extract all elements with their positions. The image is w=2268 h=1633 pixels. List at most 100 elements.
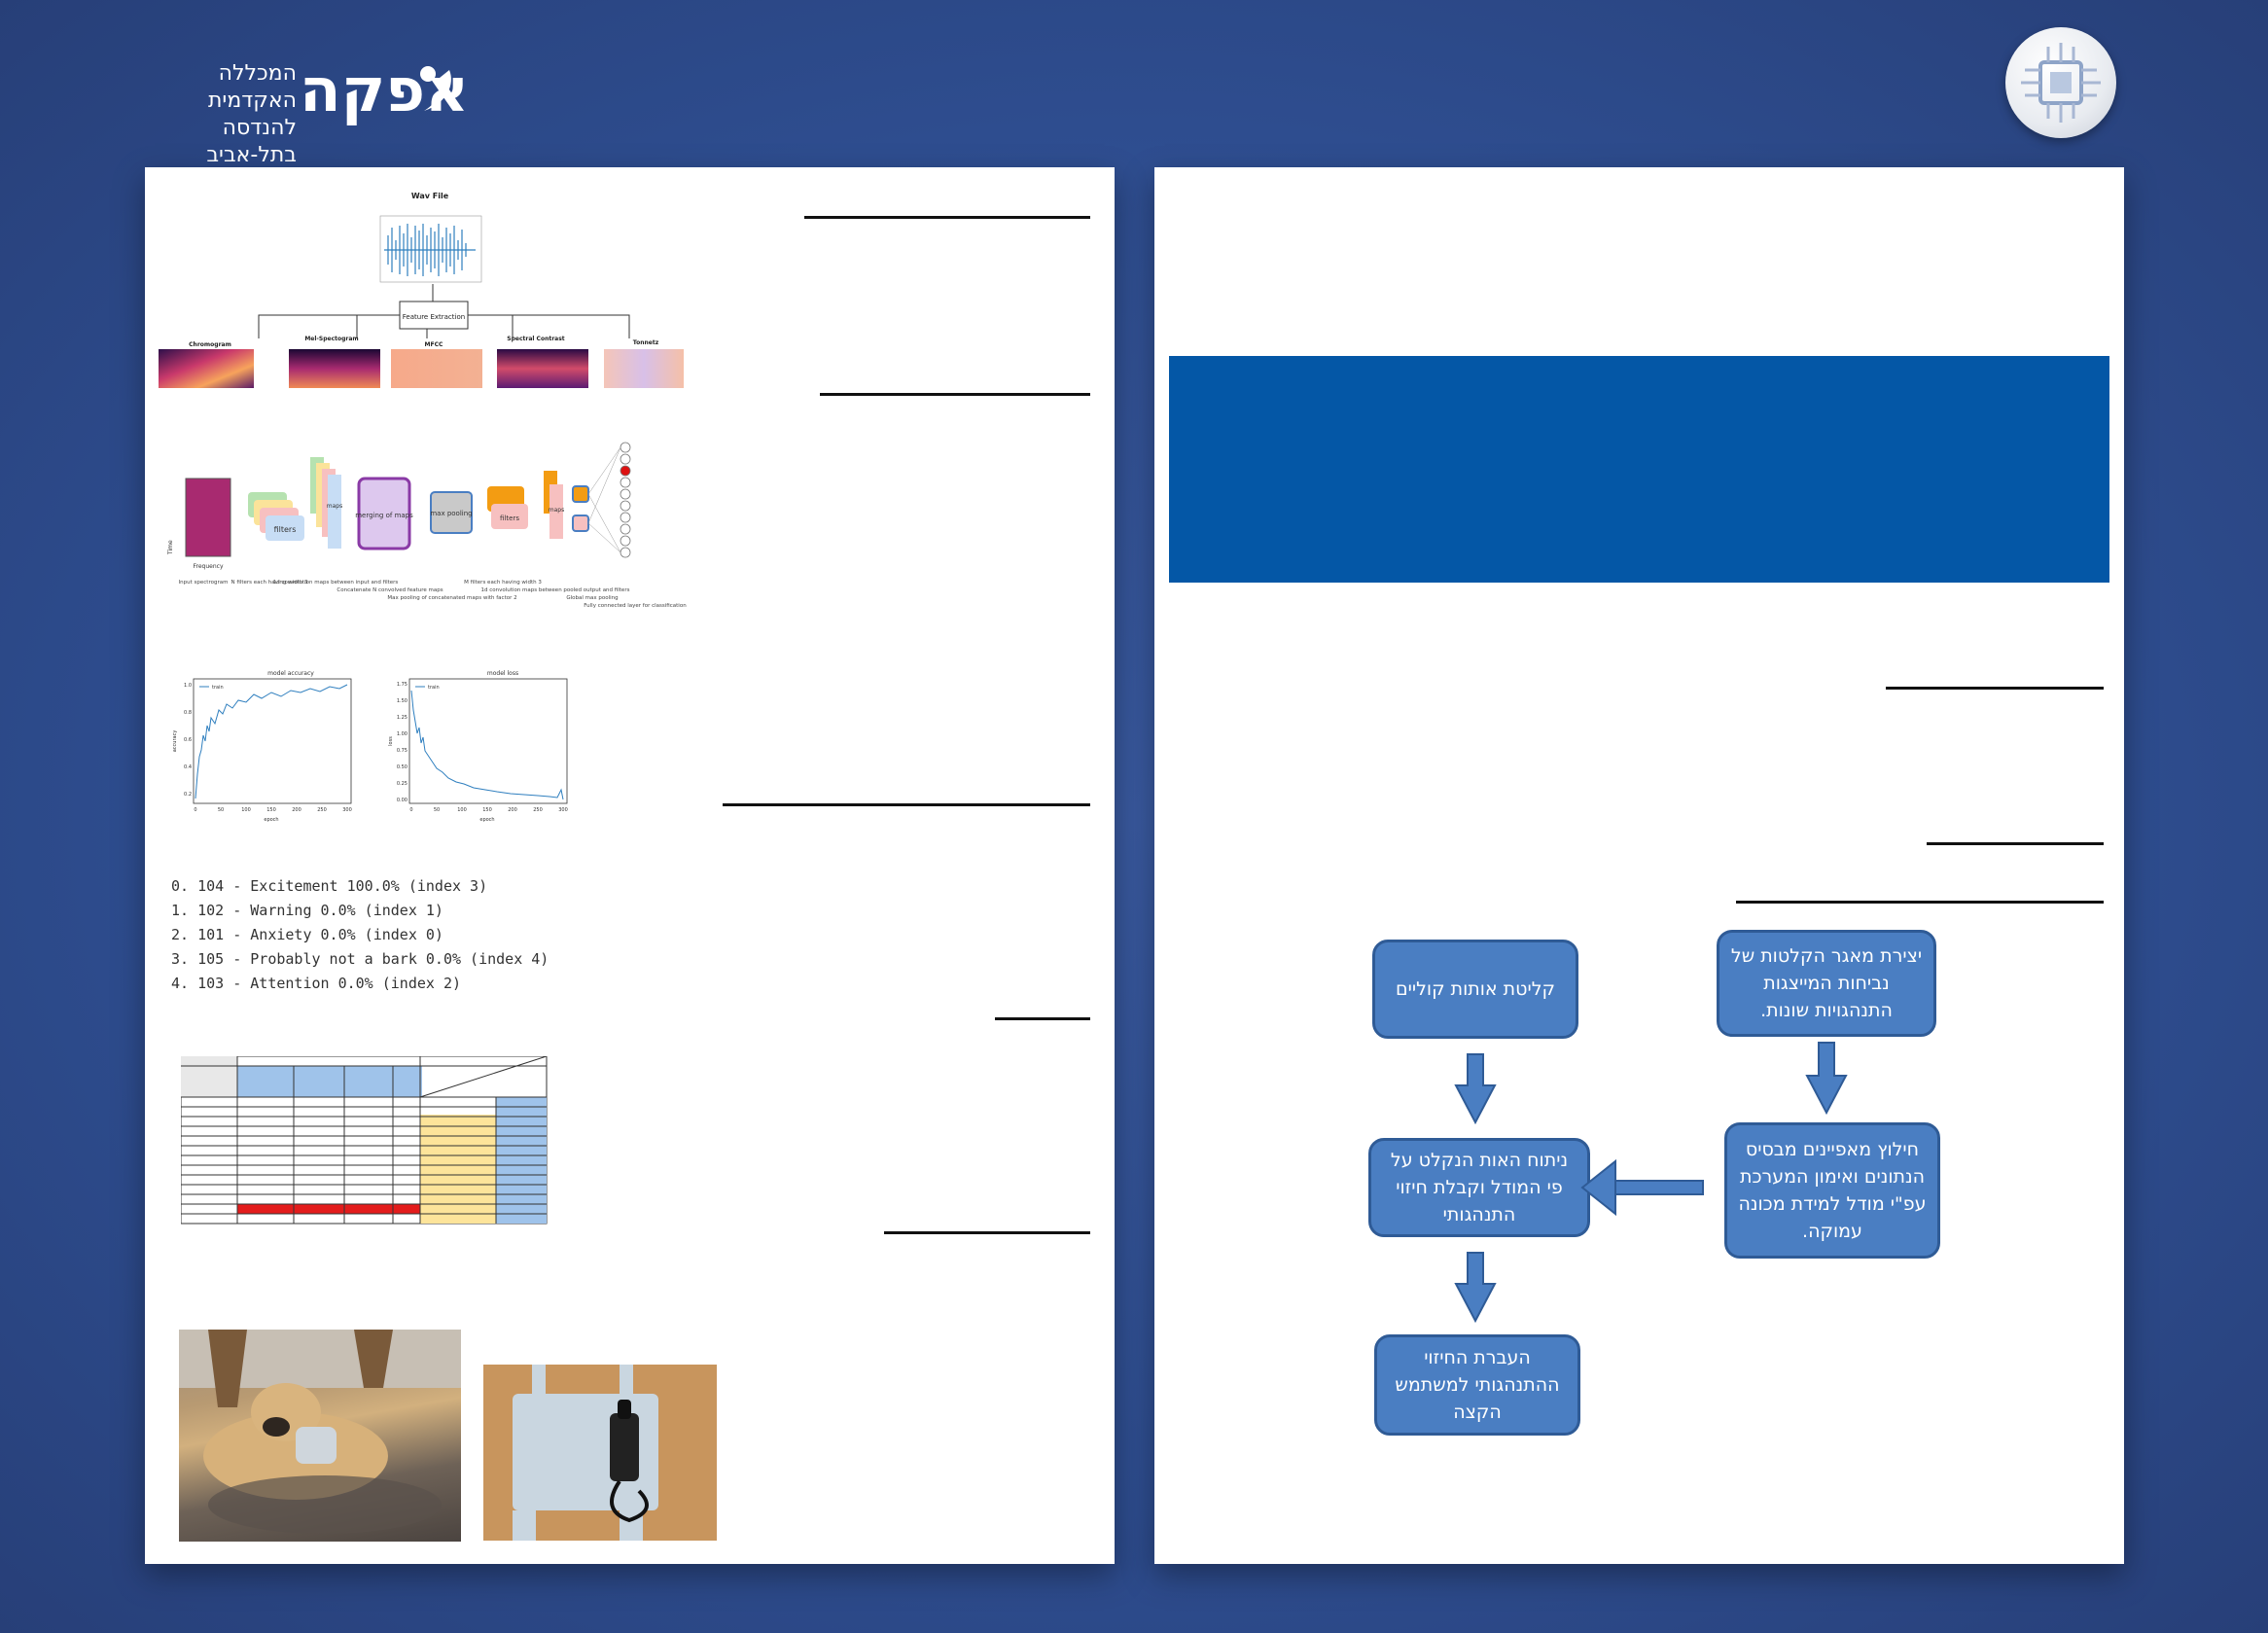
mfcc-plot [391, 349, 482, 388]
svg-text:0.4: 0.4 [184, 764, 192, 770]
svg-text:0.50: 0.50 [397, 764, 408, 770]
prediction-line: 2. 101 - Anxiety 0.0% (index 0) [171, 926, 443, 943]
svg-text:1.75: 1.75 [397, 682, 408, 688]
flow-step-send-prediction: העברת החיזוי ההתנהגותי למשתמש הקצה [1374, 1334, 1580, 1436]
afeka-logo-mark-icon [420, 66, 451, 111]
cnn-caption: 1d convolution maps between pooled outpu… [481, 587, 630, 593]
svg-text:100: 100 [457, 807, 467, 813]
svg-text:200: 200 [292, 807, 301, 813]
college-line-2: להנדסה בתל-אביב [206, 116, 297, 167]
svg-text:50: 50 [434, 807, 440, 813]
svg-text:250: 250 [533, 807, 543, 813]
frequency-axis-label: Frequency [194, 563, 224, 570]
arrow-down-icon [1805, 1042, 1848, 1116]
prediction-line: 0. 104 - Excitement 100.0% (index 3) [171, 877, 488, 895]
dog-wearing-device-photo [179, 1330, 461, 1542]
svg-text:150: 150 [266, 807, 276, 813]
maps-block-label: maps [327, 503, 342, 510]
prediction-line: 4. 103 - Attention 0.0% (index 2) [171, 975, 462, 992]
arrow-down-icon [1454, 1252, 1497, 1324]
svg-text:300: 300 [558, 807, 568, 813]
time-axis-label: Time [167, 540, 174, 555]
svg-text:0.8: 0.8 [184, 710, 192, 716]
heading-rule [820, 393, 1090, 396]
svg-text:200: 200 [508, 807, 517, 813]
svg-text:250: 250 [317, 807, 327, 813]
prediction-line: 3. 105 - Probably not a bark 0.0% (index… [171, 950, 549, 968]
accuracy-legend: train [212, 685, 224, 691]
svg-text:1.00: 1.00 [397, 731, 408, 737]
flow-step-create-dataset: יצירת מאגר הקלטות של נביחות המייצגות התנ… [1717, 930, 1936, 1037]
svg-text:0.6: 0.6 [184, 737, 192, 743]
cnn-architecture-diagram: Time Frequency filters maps merging of m… [167, 442, 687, 609]
svg-text:epoch: epoch [264, 817, 278, 823]
recording-device-photo [483, 1365, 717, 1541]
feature-label: Tonnetz [633, 339, 659, 346]
svg-text:1.0: 1.0 [184, 683, 192, 689]
svg-text:1.50: 1.50 [397, 698, 408, 704]
max-pooling-block-label: max pooling [430, 510, 472, 517]
filters-block-label: filters [500, 515, 519, 522]
heading-rule [1886, 687, 2104, 690]
heading-rule [1927, 842, 2104, 845]
flow-step-train-model: חילוץ מאפיינים מבסיס הנתונים ואימון המער… [1724, 1122, 1940, 1259]
accuracy-chart: model accuracy train 0 50 100 150 200 25… [172, 670, 352, 823]
heading-rule [884, 1231, 1090, 1234]
right-panel: יצירת מאגר הקלטות של נביחות המייצגות התנ… [1154, 167, 2124, 1564]
title-banner [1169, 356, 2109, 583]
cnn-caption: Max pooling of concatenated maps with fa… [387, 595, 516, 601]
flow-step-capture-audio: קליטת אותות קוליים [1372, 940, 1578, 1039]
feature-label: Spectral Contrast [507, 336, 565, 342]
maps-block-label: maps [549, 507, 564, 514]
feature-extraction-box [399, 301, 469, 330]
chromogram-plot [159, 349, 254, 388]
feature-extraction-label: Feature Extraction [403, 313, 465, 321]
loss-legend: train [428, 685, 440, 691]
svg-text:0.25: 0.25 [397, 781, 408, 787]
svg-text:50: 50 [218, 807, 224, 813]
svg-text:0.75: 0.75 [397, 748, 408, 754]
cnn-caption: Global max pooling [566, 595, 618, 601]
heading-rule [1736, 901, 2104, 904]
feature-label: Mel-Spectogram [304, 336, 358, 342]
flow-step-analyze-signal: ניתוח האות הנקלט על פי המודל וקבלת חיזוי… [1368, 1138, 1590, 1237]
table-blue-column [496, 1097, 547, 1224]
cnn-caption: 1d convolution maps between input and fi… [273, 580, 399, 586]
svg-text:0: 0 [194, 807, 196, 813]
svg-text:accuracy: accuracy [172, 730, 178, 753]
waveform [384, 224, 476, 276]
loss-chart: model loss train 0 50 100 150 200 250 30… [388, 670, 568, 823]
filters-block-label: filters [274, 525, 297, 534]
cnn-caption: M filters each having width 3 [464, 580, 542, 586]
college-line-1: המכללה האקדמית [207, 61, 297, 113]
feature-extraction-diagram: Wav File Feature Extraction Chromogram M… [159, 192, 684, 388]
table-yellow-column [420, 1115, 498, 1224]
cnn-caption: Concatenate N convolved feature maps [337, 587, 443, 593]
merging-block-label: merging of maps [355, 512, 413, 519]
svg-text:0: 0 [409, 807, 412, 813]
heading-rule [995, 1017, 1090, 1020]
college-name-text: המכללה האקדמית להנדסה בתל-אביב [141, 60, 297, 169]
cnn-caption: Fully connected layer for classification [584, 603, 687, 609]
prediction-line: 1. 102 - Warning 0.0% (index 1) [171, 902, 443, 919]
accuracy-chart-title: model accuracy [267, 670, 314, 677]
svg-text:100: 100 [241, 807, 251, 813]
feature-label: Chromogram [189, 341, 231, 348]
input-spectrogram [185, 478, 231, 557]
brand-logo-text: אפקה [300, 54, 470, 125]
table-highlight-row [237, 1204, 420, 1214]
tonnetz-plot [604, 349, 684, 388]
loss-chart-title: model loss [487, 670, 518, 677]
cnn-caption: Input spectrogram [179, 580, 229, 586]
circuit-chip-icon [2005, 27, 2116, 138]
svg-text:loss: loss [388, 736, 394, 746]
arrow-down-icon [1454, 1053, 1497, 1125]
results-table [181, 1056, 548, 1225]
mel-spectrogram-plot [289, 349, 380, 388]
heading-rule [804, 216, 1090, 219]
arrow-left-icon [1609, 1168, 1704, 1207]
merging-block [357, 477, 411, 550]
feature-label: MFCC [425, 341, 443, 348]
left-panel: Wav File Feature Extraction Chromogram M… [145, 167, 1115, 1564]
training-curves: model accuracy train 0 50 100 150 200 25… [172, 670, 568, 823]
